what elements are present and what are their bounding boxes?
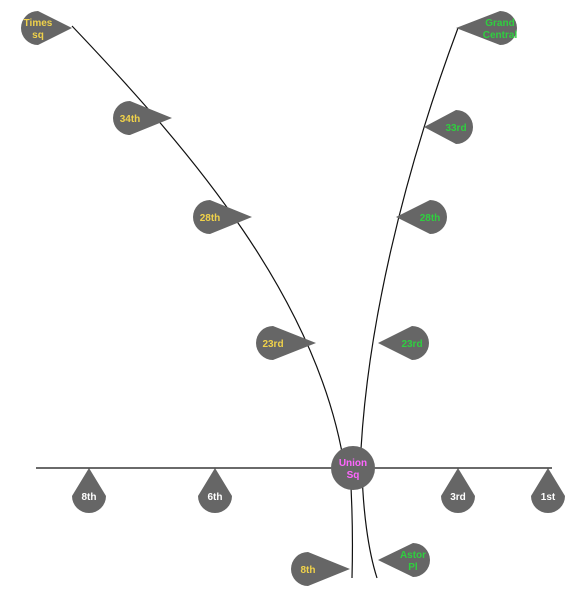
station-23rd-west-label-line: 23rd — [262, 339, 283, 350]
station-astor-pl-label-line: Pl — [408, 562, 418, 573]
station-marker — [441, 468, 475, 513]
station-marker — [291, 552, 350, 586]
station-marker — [456, 11, 518, 45]
route-lines — [36, 25, 552, 579]
west-side-line — [71, 25, 346, 471]
station-23rd-west: 23rd — [256, 326, 316, 360]
east-side-line — [359, 27, 459, 471]
station-28th-east-label-line: 28th — [420, 213, 441, 224]
hub-label-line: Union — [339, 458, 367, 469]
station-28th-west: 28th — [193, 200, 252, 234]
station-times-sq-label-line: Times — [24, 18, 53, 29]
station-marker — [72, 468, 106, 513]
station-marker — [378, 326, 429, 360]
station-1st-ave: 1st — [531, 468, 565, 513]
station-times-sq-label-line: sq — [32, 30, 44, 41]
station-grand-central-label-line: Grand — [485, 18, 514, 29]
station-astor-pl-label-line: Astor — [400, 550, 426, 561]
hub-marker — [331, 446, 375, 490]
station-8th-st: 8th — [291, 552, 350, 586]
station-28th-west-label-line: 28th — [200, 213, 221, 224]
station-marker — [256, 326, 316, 360]
station-marker — [424, 110, 473, 144]
station-1st-ave-label-line: 1st — [541, 492, 556, 503]
station-34th-label-line: 34th — [120, 114, 141, 125]
station-3rd-ave: 3rd — [441, 468, 475, 513]
station-marker — [198, 468, 232, 513]
station-marker — [193, 200, 252, 234]
hub-label-line: Sq — [347, 470, 360, 481]
station-marker — [396, 200, 447, 234]
station-33rd-label-line: 33rd — [445, 123, 466, 134]
station-6th-ave: 6th — [198, 468, 232, 513]
station-8th-ave-label-line: 8th — [82, 492, 97, 503]
station-marker — [531, 468, 565, 513]
station-6th-ave-label-line: 6th — [208, 492, 223, 503]
station-23rd-east: 23rd — [378, 326, 429, 360]
station-marker — [378, 543, 430, 577]
station-marker — [113, 101, 172, 135]
station-3rd-ave-label-line: 3rd — [450, 492, 466, 503]
station-34th: 34th — [113, 101, 172, 135]
station-23rd-east-label-line: 23rd — [401, 339, 422, 350]
station-8th-st-label-line: 8th — [301, 565, 316, 576]
station-28th-east: 28th — [396, 200, 447, 234]
station-marker — [20, 10, 72, 46]
station-grand-central-label-line: Central — [483, 30, 518, 41]
station-33rd: 33rd — [424, 110, 473, 144]
station-8th-ave: 8th — [72, 468, 106, 513]
